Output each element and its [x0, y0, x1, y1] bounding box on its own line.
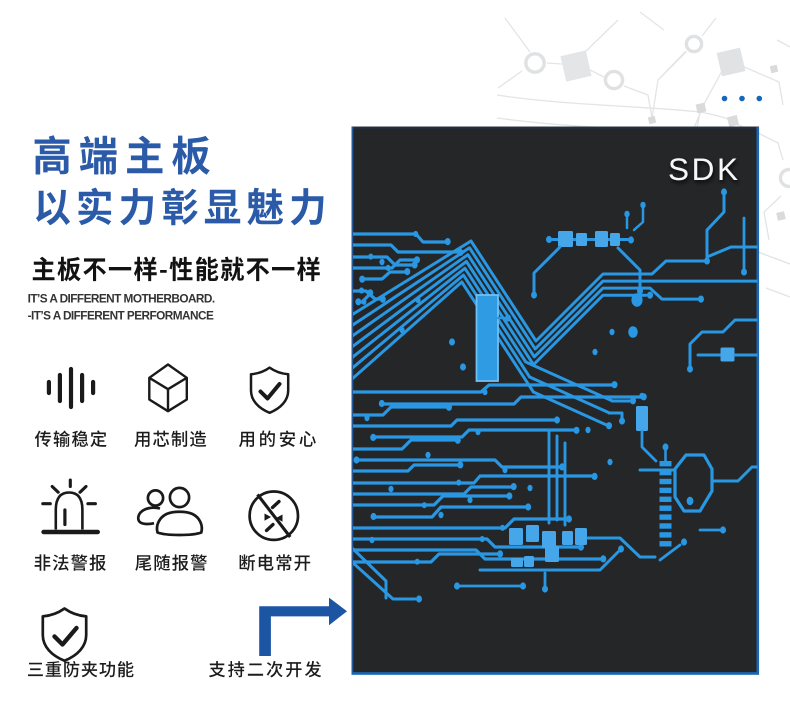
svg-text:-IT’S A DIFFERENT PERFORMANCE: -IT’S A DIFFERENT PERFORMANCE	[28, 309, 214, 323]
svg-text:IT’S A DIFFERENT MOTHERBOARD.: IT’S A DIFFERENT MOTHERBOARD.	[28, 292, 215, 306]
svg-text:SDK: SDK	[668, 151, 741, 187]
